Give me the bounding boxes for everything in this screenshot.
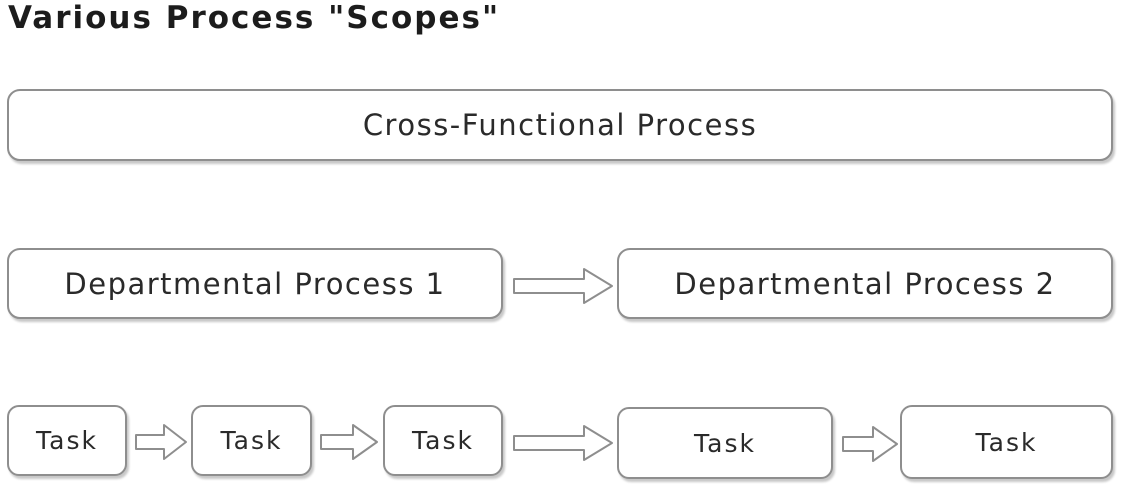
task-box-2: Task bbox=[191, 405, 312, 476]
departmental-process-2-box: Departmental Process 2 bbox=[617, 248, 1113, 319]
arrow-right-icon bbox=[842, 426, 898, 462]
arrow-right-icon bbox=[135, 424, 187, 460]
task-box-3: Task bbox=[383, 405, 503, 476]
departmental-process-1-box: Departmental Process 1 bbox=[7, 248, 503, 319]
task-box-1: Task bbox=[7, 405, 127, 476]
task-box-5: Task bbox=[900, 405, 1113, 479]
arrow-right-icon bbox=[513, 268, 613, 304]
arrow-right-icon bbox=[513, 425, 613, 461]
arrow-right-icon bbox=[320, 424, 378, 460]
task-box-4: Task bbox=[617, 407, 833, 479]
cross-functional-process-box: Cross-Functional Process bbox=[7, 89, 1113, 161]
diagram-title: Various Process "Scopes" bbox=[8, 0, 501, 36]
